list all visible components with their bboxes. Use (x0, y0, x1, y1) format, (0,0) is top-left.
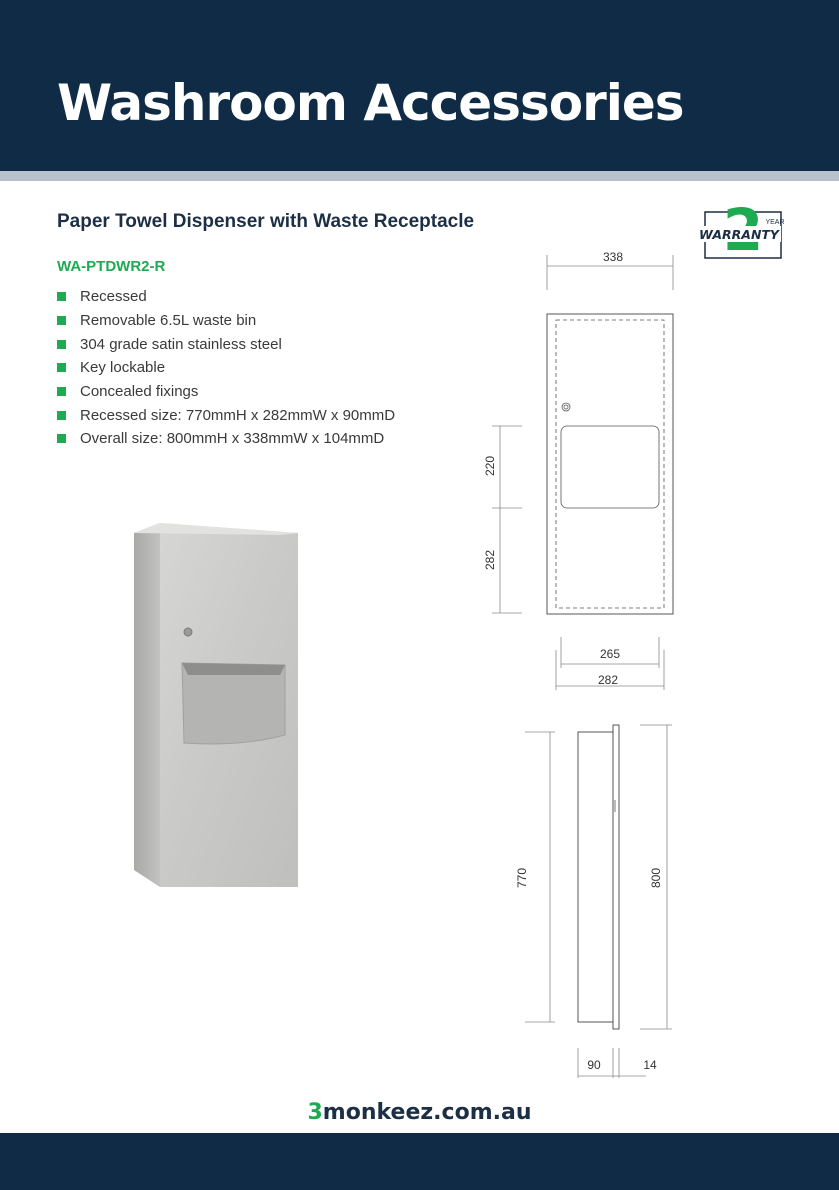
warranty-badge-icon: 2 YEAR WARRANTY (697, 202, 785, 262)
product-name: Paper Towel Dispenser with Waste Recepta… (57, 211, 475, 232)
towel-slot (182, 663, 285, 675)
feature-text: Overall size: 800mmH x 338mmW x 104mmD (80, 430, 385, 448)
feature-item: 304 grade satin stainless steel (57, 332, 395, 356)
bullet-icon (57, 292, 66, 302)
warranty-year: YEAR (765, 219, 784, 226)
dim-label-recess-282: 282 (598, 673, 618, 687)
front-lock-icon (561, 402, 571, 412)
dispenser-side (134, 523, 160, 887)
dim-label-220: 220 (483, 456, 497, 476)
technical-drawing: 338 220 282 265 282 770 800 90 14 (483, 250, 674, 1078)
towel-opening (181, 662, 286, 745)
feature-text: Removable 6.5L waste bin (80, 312, 257, 330)
feature-text: Recessed (80, 288, 147, 306)
side-view-flange (612, 724, 620, 1030)
dim-label-338: 338 (603, 250, 623, 264)
feature-text: Concealed fixings (80, 383, 199, 401)
feature-item: Overall size: 800mmH x 338mmW x 104mmD (57, 427, 395, 451)
dim-label-800: 800 (649, 868, 663, 888)
front-view-outline (546, 313, 674, 615)
brand-logo: 3monkeez.com.au (0, 1100, 839, 1125)
badge-band (697, 226, 781, 242)
dim-label-90: 90 (587, 1058, 601, 1072)
warranty-label: WARRANTY (699, 227, 781, 242)
feature-item: Recessed size: 770mmH x 282mmW x 90mmD (57, 403, 395, 427)
feature-item: Concealed fixings (57, 380, 395, 404)
dispenser-top (134, 523, 298, 535)
header-divider (0, 171, 839, 181)
feature-list: Recessed Removable 6.5L waste bin 304 gr… (57, 285, 395, 451)
feature-item: Recessed (57, 285, 395, 309)
dim-label-14: 14 (643, 1058, 657, 1072)
product-photo (134, 523, 298, 887)
feature-text: 304 grade satin stainless steel (80, 335, 282, 353)
brand-domain: monkeez.com.au (322, 1100, 532, 1125)
footer-banner (0, 1133, 839, 1190)
side-view-body (577, 731, 614, 1023)
bullet-icon (57, 363, 66, 373)
product-code: WA-PTDWR2-R (57, 258, 166, 275)
brand-number: 3 (307, 1100, 323, 1125)
dim-label-770: 770 (515, 868, 529, 888)
dim-label-265: 265 (600, 647, 620, 661)
feature-item: Key lockable (57, 356, 395, 380)
dim-label-282: 282 (483, 550, 497, 570)
bullet-icon (57, 316, 66, 326)
page-title: Washroom Accessories (57, 74, 685, 132)
feature-text: Key lockable (80, 359, 166, 377)
bullet-icon (57, 434, 66, 444)
bullet-icon (57, 387, 66, 397)
bullet-icon (57, 410, 66, 420)
lock-icon (183, 627, 193, 637)
feature-item: Removable 6.5L waste bin (57, 309, 395, 333)
front-view-opening (560, 425, 660, 509)
bullet-icon (57, 339, 66, 349)
front-view-recess (555, 319, 665, 609)
header-banner: Washroom Accessories (0, 0, 839, 171)
feature-text: Recessed size: 770mmH x 282mmW x 90mmD (80, 406, 396, 424)
